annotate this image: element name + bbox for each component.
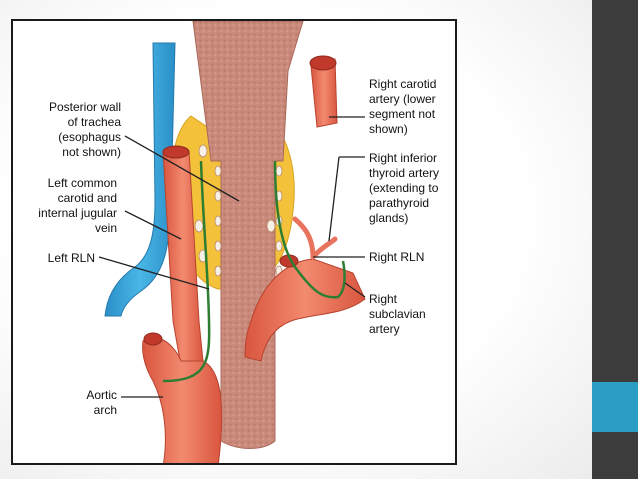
right-inferior-thyroid-artery bbox=[292, 216, 338, 260]
label-right-inferior-thyroid-artery: Right inferior thyroid artery (extending… bbox=[369, 151, 440, 225]
label-right-carotid-artery: Right carotid artery (lower segment not … bbox=[369, 77, 437, 136]
label-right-rln: Right RLN bbox=[369, 250, 425, 264]
anatomy-figure: Posterior wall of trachea (esophagus not… bbox=[11, 19, 457, 465]
left-recurrent-laryngeal-nerve bbox=[162, 160, 211, 383]
anatomy-illustration bbox=[98, 21, 366, 463]
label-aortic-arch: Aortic arch bbox=[86, 388, 117, 417]
label-left-rln: Left RLN bbox=[47, 251, 95, 265]
right-carotid-lumen bbox=[309, 55, 337, 71]
right-recurrent-laryngeal-nerve bbox=[273, 160, 346, 299]
slide-side-accent bbox=[592, 382, 638, 432]
label-leader-lines bbox=[98, 116, 366, 398]
label-right-subclavian-artery: Right subclavian artery bbox=[369, 292, 426, 336]
left-internal-jugular-vein bbox=[104, 42, 176, 317]
label-posterior-wall-trachea: Posterior wall of trachea (esophagus not… bbox=[48, 100, 121, 159]
aortic-branch-lumen bbox=[143, 332, 163, 346]
label-left-common-carotid: Left common carotid and internal jugular… bbox=[38, 176, 117, 235]
left-carotid-lumen bbox=[162, 145, 190, 159]
